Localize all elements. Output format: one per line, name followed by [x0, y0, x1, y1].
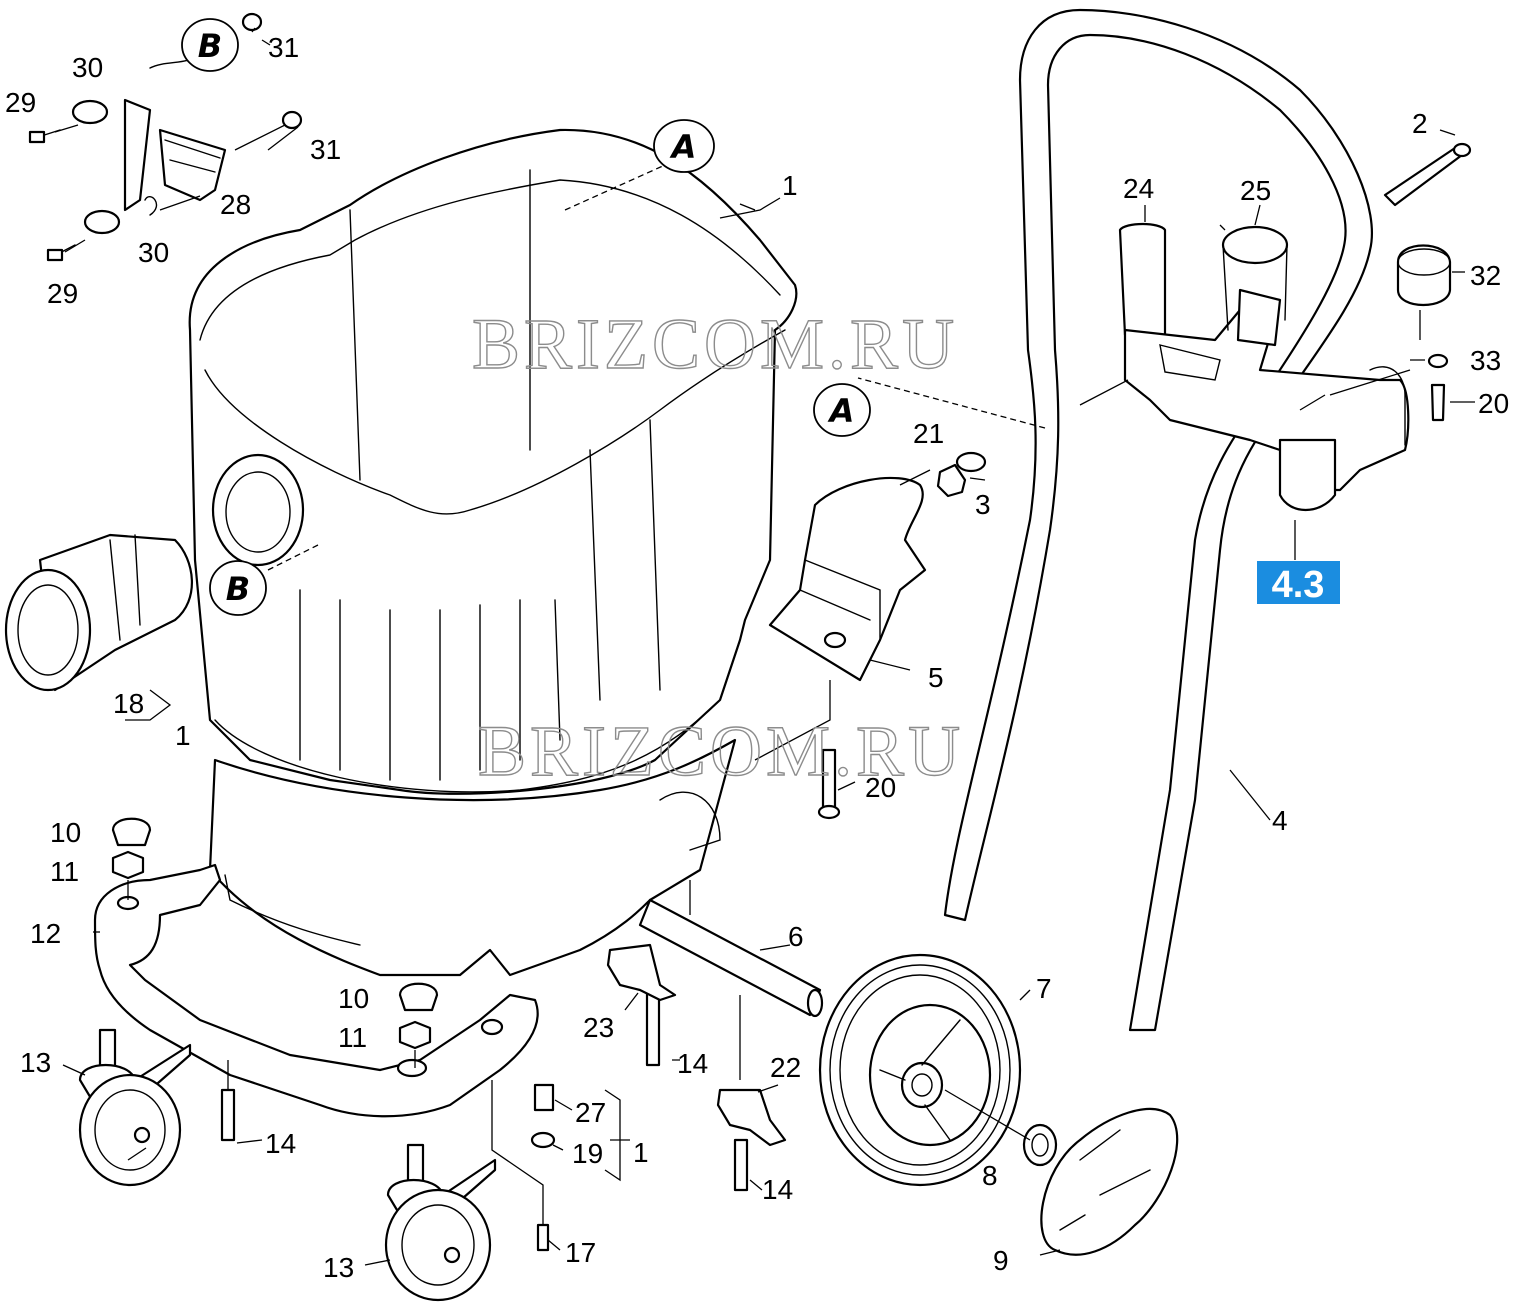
leader-lines: [54, 27, 1475, 1266]
label-18: 18: [113, 688, 144, 719]
label-22: 22: [770, 1052, 801, 1083]
label-9: 9: [993, 1245, 1009, 1276]
section-badge: 4.3: [1257, 561, 1340, 606]
watermark-bottom: BRIZCOM.RU: [478, 711, 964, 791]
label-1-tank: 1: [782, 170, 798, 201]
label-7: 7: [1036, 973, 1052, 1004]
label-1-kit: 1: [633, 1137, 649, 1168]
label-20-bracket: 20: [1478, 388, 1509, 419]
label-17: 17: [565, 1237, 596, 1268]
label-21: 21: [913, 418, 944, 449]
label-28: 28: [220, 189, 251, 220]
clip-assembly: [28, 12, 303, 262]
wheel: [818, 953, 1022, 1187]
reference-marker-b-top: B: [181, 18, 239, 72]
label-20-tank: 20: [865, 772, 896, 803]
label-32: 32: [1470, 260, 1501, 291]
label-14-right: 14: [762, 1174, 793, 1205]
section-badge-text: 4.3: [1272, 564, 1325, 606]
label-10-top: 10: [50, 817, 81, 848]
push-handle: [943, 8, 1373, 1032]
label-12: 12: [30, 918, 61, 949]
hub-cap: [1040, 1107, 1179, 1256]
label-31-top: 31: [268, 32, 299, 63]
svg-text:B: B: [226, 570, 250, 608]
label-14-left: 14: [265, 1128, 296, 1159]
svg-text:B: B: [198, 27, 222, 65]
label-4: 4: [1272, 805, 1288, 836]
mounting-bracket: [754, 451, 987, 820]
svg-text:A: A: [827, 392, 855, 430]
chassis-frame: [93, 863, 539, 1118]
label-24: 24: [1123, 173, 1154, 204]
label-33: 33: [1470, 345, 1501, 376]
fasteners: [111, 817, 749, 1252]
label-25: 25: [1240, 175, 1271, 206]
label-13-right: 13: [323, 1252, 354, 1283]
watermark-top: BRIZCOM.RU: [472, 304, 958, 384]
label-31-middle: 31: [310, 134, 341, 165]
label-29-bottom: 29: [47, 278, 78, 309]
caster-wheel-right: [384, 1143, 497, 1302]
reference-marker-a-top: A: [653, 119, 715, 173]
label-11-bottom: 11: [338, 1022, 367, 1053]
caster-wheel-left: [78, 1028, 192, 1187]
label-10-bottom: 10: [338, 983, 369, 1014]
part-number-labels: 1 1 1 2 3 4 5 6 7 8 9 10 10 11 11 12 13 …: [5, 32, 1509, 1283]
label-2: 2: [1412, 108, 1428, 139]
retaining-ring: [944, 1089, 1058, 1167]
label-5: 5: [928, 662, 944, 693]
holder-bracket: [1079, 142, 1472, 560]
label-1-inlet: 1: [175, 720, 191, 751]
label-6: 6: [788, 921, 804, 952]
clip-brackets: [606, 943, 787, 1147]
label-13-left: 13: [20, 1047, 51, 1078]
label-8: 8: [982, 1160, 998, 1191]
reference-marker-b-mid: B: [209, 560, 267, 616]
label-14-middle: 14: [677, 1048, 708, 1079]
label-11-top: 11: [50, 856, 79, 887]
label-30-top: 30: [72, 52, 103, 83]
label-23: 23: [583, 1012, 614, 1043]
reference-marker-a-mid: A: [813, 383, 871, 437]
label-3: 3: [975, 489, 991, 520]
container-tank: [188, 128, 798, 977]
label-29-top: 29: [5, 87, 36, 118]
axle: [638, 880, 824, 1018]
svg-text:A: A: [669, 128, 697, 166]
inlet-socket: [4, 533, 194, 692]
label-27: 27: [575, 1097, 606, 1128]
label-30-bottom: 30: [138, 237, 169, 268]
label-19: 19: [572, 1138, 603, 1169]
